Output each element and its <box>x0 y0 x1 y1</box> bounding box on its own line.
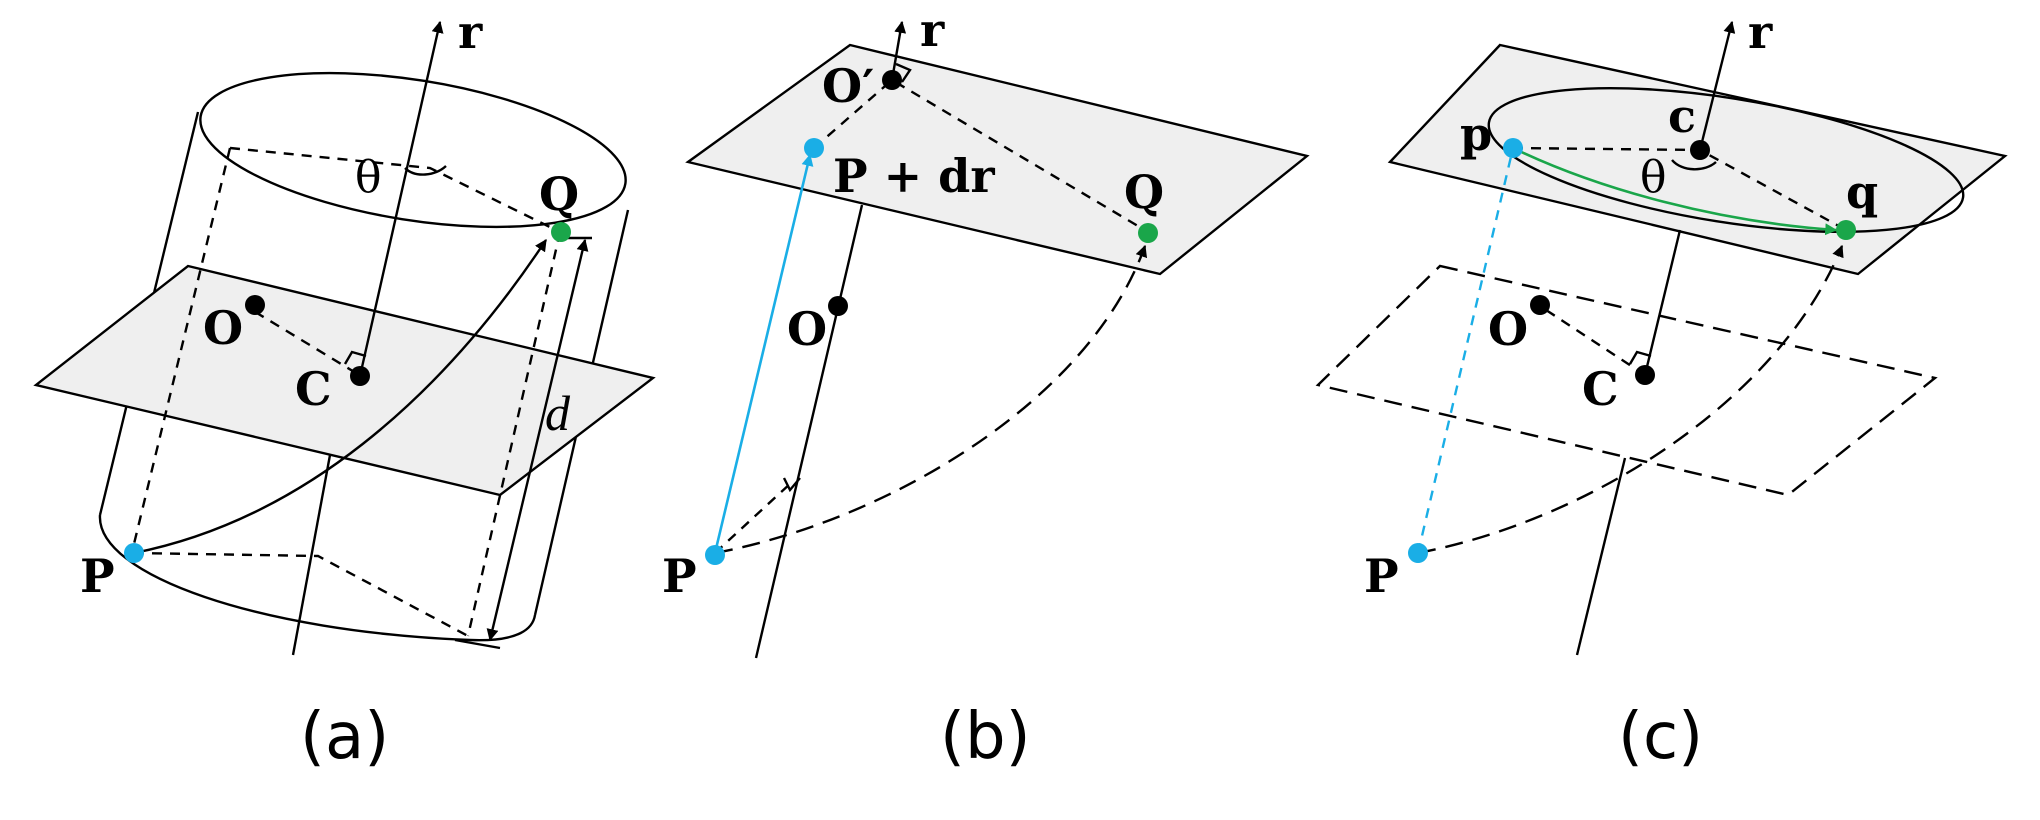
point-P <box>124 543 144 563</box>
d-tick-bottom <box>454 638 501 650</box>
label-O-prime: O′ <box>822 59 874 113</box>
panel-b: r O′ P + dr Q O P (b) <box>662 3 1310 774</box>
projection-dashed <box>1416 147 1515 554</box>
bottom-radius-lines <box>133 551 469 638</box>
helix-trajectory <box>133 238 548 555</box>
cylinder-top-ellipse <box>199 71 627 229</box>
label-O: O <box>1488 302 1528 356</box>
label-O: O <box>203 301 243 355</box>
trajectory-to-Q <box>714 244 1148 555</box>
theta-arc <box>404 165 447 176</box>
oc-dashed <box>251 308 357 375</box>
point-p <box>1503 138 1523 158</box>
axis-lower <box>1575 457 1627 656</box>
trajectory-to-q <box>1417 244 1844 555</box>
point-Q <box>551 222 571 242</box>
point-O <box>828 296 848 316</box>
axis-r-arrow <box>1698 20 1736 151</box>
theta-arc <box>1671 159 1717 171</box>
label-C: C <box>295 362 332 416</box>
point-q <box>1836 220 1856 240</box>
dashed-plane-c <box>1315 264 1938 497</box>
panel-c: r p c θ q O C P (c) <box>1315 5 2008 774</box>
label-theta: θ <box>355 152 382 203</box>
label-O: O <box>787 302 827 356</box>
panel-a: r θ Q O C d P (a) <box>33 5 656 774</box>
label-c: c <box>1668 89 1696 143</box>
rotation-arc <box>1512 146 1838 236</box>
label-C: C <box>1582 362 1619 416</box>
plane-b <box>685 43 1310 276</box>
point-C <box>1635 365 1655 385</box>
label-Q: Q <box>1124 165 1164 219</box>
axis-r-lower <box>754 204 864 659</box>
caption-b: (b) <box>940 700 1031 774</box>
label-p: p <box>1460 107 1492 161</box>
point-c <box>1690 140 1710 160</box>
right-angle-mark <box>1628 350 1652 365</box>
point-P <box>1408 543 1428 563</box>
orbit-ellipse <box>1487 86 1965 234</box>
right-angle-mark-top <box>895 62 912 83</box>
right-angle-mark <box>343 350 367 365</box>
oc-dashed <box>1539 304 1646 377</box>
d-dimension-arrow <box>486 238 589 642</box>
point-O-prime <box>882 70 902 90</box>
label-r: r <box>1748 5 1773 59</box>
cylinder-bottom-arc <box>98 514 537 642</box>
label-Q: Q <box>539 167 579 221</box>
label-P-dr: P + dr <box>833 149 995 203</box>
label-r: r <box>458 5 483 59</box>
point-O <box>1530 295 1550 315</box>
right-angle-mark-bottom <box>782 477 801 493</box>
label-P: P <box>80 549 115 603</box>
plane-a <box>33 264 656 497</box>
caption-a: (a) <box>300 700 389 774</box>
vector-dr <box>713 153 814 554</box>
top-radius-lines <box>229 146 561 234</box>
point-P <box>705 545 725 565</box>
axis-r-arrow <box>358 20 444 377</box>
axis-middle <box>1643 229 1682 376</box>
label-q: q <box>1846 165 1878 219</box>
label-P: P <box>662 549 697 603</box>
point-C <box>350 366 370 386</box>
point-P-dr <box>804 138 824 158</box>
label-theta: θ <box>1640 152 1667 203</box>
axis-r-lower <box>291 454 332 656</box>
point-O <box>245 295 265 315</box>
label-P: P <box>1364 549 1399 603</box>
label-r: r <box>920 3 945 57</box>
p-to-axis-dashed <box>714 481 793 554</box>
hidden-left-line <box>131 147 232 549</box>
caption-c: (c) <box>1618 700 1703 774</box>
label-d: d <box>545 385 571 441</box>
point-Q <box>1138 223 1158 243</box>
